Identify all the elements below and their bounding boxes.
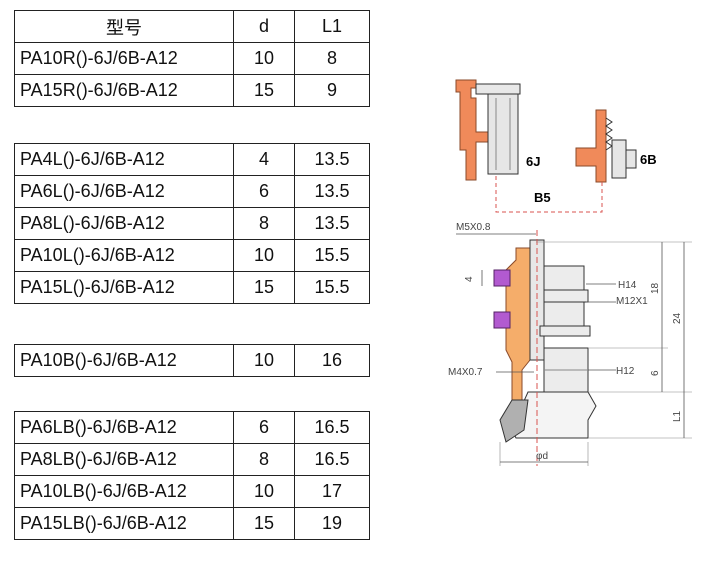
fitting-6j-icon — [455, 79, 521, 181]
cell-model: PA15R()-6J/6B-A12 — [14, 74, 234, 107]
table-row: PA6LB()-6J/6B-A12 6 16.5 — [14, 411, 370, 444]
label-6b: 6B — [640, 152, 657, 167]
cell-model: PA8LB()-6J/6B-A12 — [14, 443, 234, 476]
cell-d: 15 — [233, 507, 295, 540]
vacuum-pad-drawing: 6J 6B B5 M5X0.8 H14 M12X1 — [448, 79, 692, 466]
cell-model: PA15L()-6J/6B-A12 — [14, 271, 234, 304]
dim-6: 6 — [650, 370, 661, 376]
cell-d: 8 — [233, 207, 295, 240]
table-row: PA10B()-6J/6B-A12 10 16 — [14, 344, 370, 377]
dim-24: 24 — [672, 312, 683, 324]
cell-model: PA10LB()-6J/6B-A12 — [14, 475, 234, 508]
dim-od: φd — [536, 451, 548, 462]
label-b5: B5 — [534, 190, 551, 205]
cell-d: 15 — [233, 271, 295, 304]
label-m12: M12X1 — [616, 296, 648, 307]
cell-l1: 16.5 — [294, 411, 370, 444]
header-l1: L1 — [294, 10, 370, 43]
spec-table-2: PA4L()-6J/6B-A12 4 13.5 PA6L()-6J/6B-A12… — [14, 143, 370, 304]
label-6j: 6J — [526, 154, 540, 169]
cell-model: PA4L()-6J/6B-A12 — [14, 143, 234, 176]
cell-l1: 15.5 — [294, 271, 370, 304]
table-header-row: 型号 d L1 — [14, 10, 370, 43]
table-row: PA10L()-6J/6B-A12 10 15.5 — [14, 239, 370, 272]
cell-l1: 19 — [294, 507, 370, 540]
table-row: PA15LB()-6J/6B-A12 15 19 — [14, 507, 370, 540]
cell-model: PA10R()-6J/6B-A12 — [14, 42, 234, 75]
cell-l1: 15.5 — [294, 239, 370, 272]
table-row: PA8LB()-6J/6B-A12 8 16.5 — [14, 443, 370, 476]
cell-l1: 8 — [294, 42, 370, 75]
cell-model: PA8L()-6J/6B-A12 — [14, 207, 234, 240]
fitting-6b-icon — [575, 109, 637, 183]
label-m4: M4X0.7 — [448, 367, 483, 378]
cell-model: PA15LB()-6J/6B-A12 — [14, 507, 234, 540]
vacuum-pad-body-icon — [493, 230, 597, 466]
dim-l1: L1 — [672, 410, 683, 422]
cell-model: PA10L()-6J/6B-A12 — [14, 239, 234, 272]
table-row: PA15L()-6J/6B-A12 15 15.5 — [14, 271, 370, 304]
header-model: 型号 — [14, 10, 234, 43]
cell-d: 6 — [233, 411, 295, 444]
table-row: PA10LB()-6J/6B-A12 10 17 — [14, 475, 370, 508]
cell-l1: 13.5 — [294, 143, 370, 176]
spec-table-3: PA10B()-6J/6B-A12 10 16 — [14, 344, 370, 377]
cell-model: PA10B()-6J/6B-A12 — [14, 344, 234, 377]
cell-l1: 17 — [294, 475, 370, 508]
cell-d: 15 — [233, 74, 295, 107]
cell-l1: 9 — [294, 74, 370, 107]
cell-l1: 13.5 — [294, 175, 370, 208]
cell-d: 10 — [233, 239, 295, 272]
cell-d: 10 — [233, 475, 295, 508]
spec-table-1: 型号 d L1 PA10R()-6J/6B-A12 10 8 PA15R()-6… — [14, 10, 370, 107]
dim-18: 18 — [650, 282, 661, 294]
cell-d: 10 — [233, 42, 295, 75]
dim-4: 4 — [464, 276, 475, 282]
cell-l1: 16 — [294, 344, 370, 377]
cell-d: 10 — [233, 344, 295, 377]
label-h12: H12 — [616, 366, 635, 377]
cell-d: 8 — [233, 443, 295, 476]
table-row: PA10R()-6J/6B-A12 10 8 — [14, 42, 370, 75]
table-row: PA4L()-6J/6B-A12 4 13.5 — [14, 143, 370, 176]
table-row: PA6L()-6J/6B-A12 6 13.5 — [14, 175, 370, 208]
cell-model: PA6L()-6J/6B-A12 — [14, 175, 234, 208]
cell-l1: 16.5 — [294, 443, 370, 476]
label-h14: H14 — [618, 280, 637, 291]
cell-model: PA6LB()-6J/6B-A12 — [14, 411, 234, 444]
cell-d: 6 — [233, 175, 295, 208]
cell-l1: 13.5 — [294, 207, 370, 240]
table-row: PA15R()-6J/6B-A12 15 9 — [14, 74, 370, 107]
spec-table-4: PA6LB()-6J/6B-A12 6 16.5 PA8LB()-6J/6B-A… — [14, 411, 370, 540]
table-row: PA8L()-6J/6B-A12 8 13.5 — [14, 207, 370, 240]
label-m5: M5X0.8 — [456, 222, 491, 233]
b5-connector — [495, 176, 603, 213]
header-d: d — [233, 10, 295, 43]
cell-d: 4 — [233, 143, 295, 176]
